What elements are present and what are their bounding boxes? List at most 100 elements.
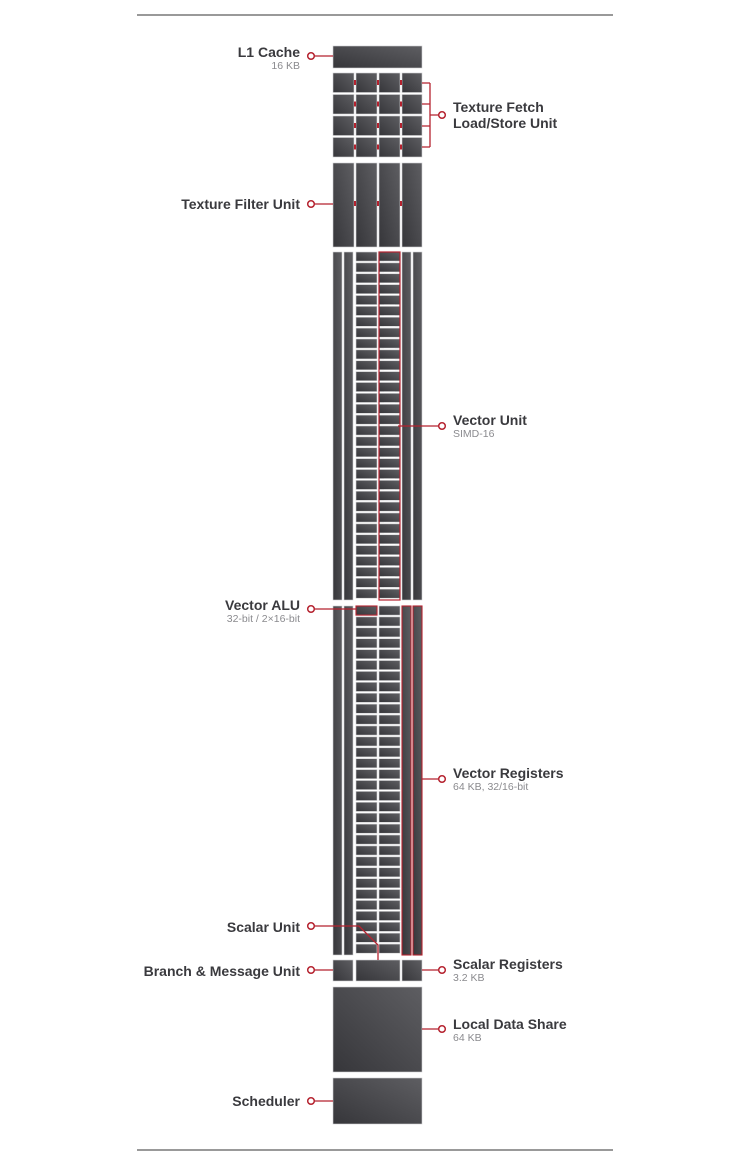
callout-dot-icon — [306, 199, 316, 209]
callout-dot-icon — [437, 774, 447, 784]
vector-alu-lane — [332, 605, 343, 956]
vector-alu-cell — [378, 649, 401, 660]
vector-alu-cell — [378, 889, 401, 899]
texture-filter-block — [355, 162, 378, 248]
vector-alu-cell — [355, 627, 378, 638]
vector-unit-cell — [378, 556, 401, 566]
vector-unit-cell — [378, 360, 401, 371]
vector-alu-cell — [355, 900, 378, 910]
vector-alu-cell — [378, 671, 401, 681]
vector-unit-cell — [378, 480, 401, 490]
vector-unit-cell — [378, 588, 401, 599]
scalar-unit-block — [355, 959, 401, 982]
vector-unit-cell — [378, 436, 401, 447]
vector-unit-cell — [355, 414, 378, 425]
vector-alu-cell — [355, 703, 378, 714]
vector-unit-cell — [355, 534, 378, 545]
scalar-registers-block — [401, 959, 423, 982]
vector-unit-cell — [355, 458, 378, 468]
vector-unit-cell — [355, 316, 378, 327]
vector-unit-cell — [378, 251, 401, 262]
texture-fetch-cell — [378, 137, 401, 158]
vector-alu-cell — [378, 878, 401, 889]
vector-unit-cell — [378, 295, 401, 305]
vector-unit-cell — [378, 447, 401, 458]
vector-alu-cell — [378, 780, 401, 790]
vector-unit-cell — [355, 284, 378, 294]
texture-fetch-cell — [332, 115, 355, 136]
vector-unit-cell — [378, 403, 401, 414]
vector-alu-cell — [355, 671, 378, 681]
fetch-connector — [377, 123, 379, 128]
vector-alu-cell — [355, 802, 378, 812]
vector-alu-cell — [355, 845, 378, 856]
vector-alu-cell — [355, 943, 378, 954]
texture-fetch-cell — [378, 72, 401, 93]
vector-alu-cell — [355, 616, 378, 627]
vector-unit-cell — [378, 327, 401, 338]
vector-alu-cell — [378, 769, 401, 779]
vector-alu-cell — [355, 736, 378, 747]
scheduler-block — [332, 1077, 423, 1125]
vector-unit-cell — [355, 371, 378, 381]
vector-unit-cell — [355, 447, 378, 458]
texture-fetch-cell — [332, 94, 355, 115]
vector-alu-cell — [355, 605, 378, 616]
vector-unit-cell — [378, 382, 401, 392]
wire-scalar-unit — [311, 925, 379, 960]
vector-unit-cell — [355, 567, 378, 577]
fetch-connector — [400, 101, 402, 107]
vector-unit-cell — [355, 306, 378, 316]
vector-alu-cell — [355, 769, 378, 779]
filter-connector — [400, 201, 402, 206]
vector-register-lane — [401, 605, 412, 956]
texture-filter-block — [401, 162, 423, 248]
vector-unit-cell — [378, 512, 401, 523]
vector-unit-cell — [355, 501, 378, 512]
vector-alu-cell — [355, 823, 378, 834]
vector-unit-cell — [355, 251, 378, 262]
texture-fetch-cell — [332, 72, 355, 93]
texture-fetch-cell — [401, 94, 423, 115]
vector-unit-cell — [355, 273, 378, 284]
vector-unit-cell — [355, 360, 378, 371]
vector-unit-cell — [378, 414, 401, 425]
fetch-connector — [377, 101, 379, 107]
vector-alu-cell — [355, 692, 378, 703]
vector-alu-cell — [378, 736, 401, 747]
texture-fetch-cell — [401, 137, 423, 158]
vector-alu-cell — [355, 878, 378, 889]
vector-unit-cell — [355, 349, 378, 360]
vector-unit-cell — [355, 436, 378, 447]
vector-alu-cell — [378, 834, 401, 845]
vector-alu-cell — [378, 725, 401, 736]
vector-unit-cell — [355, 577, 378, 588]
vector-alu-cell — [378, 845, 401, 856]
vector-alu-cell — [355, 889, 378, 899]
vector-unit-cell — [355, 469, 378, 479]
vector-unit-cell — [355, 588, 378, 599]
vector-unit-cell — [378, 284, 401, 294]
fetch-connector — [400, 123, 402, 128]
texture-filter-block — [332, 162, 355, 248]
fetch-connector — [377, 144, 379, 150]
vector-alu-cell — [378, 605, 401, 616]
vector-unit-cell — [378, 458, 401, 468]
vector-unit-lane — [332, 251, 343, 601]
vector-unit-cell — [355, 382, 378, 392]
vector-alu-cell — [378, 932, 401, 943]
vector-alu-cell — [355, 791, 378, 801]
texture-fetch-cell — [355, 115, 378, 136]
vector-unit-cell — [378, 273, 401, 284]
vector-alu-highlight — [355, 605, 378, 616]
fetch-connector — [400, 80, 402, 85]
callout-dot-icon — [306, 921, 316, 931]
vector-unit-cell — [355, 545, 378, 555]
callout-dot-icon — [306, 1096, 316, 1106]
vector-unit-cell — [378, 534, 401, 545]
vector-alu-cell — [355, 638, 378, 649]
